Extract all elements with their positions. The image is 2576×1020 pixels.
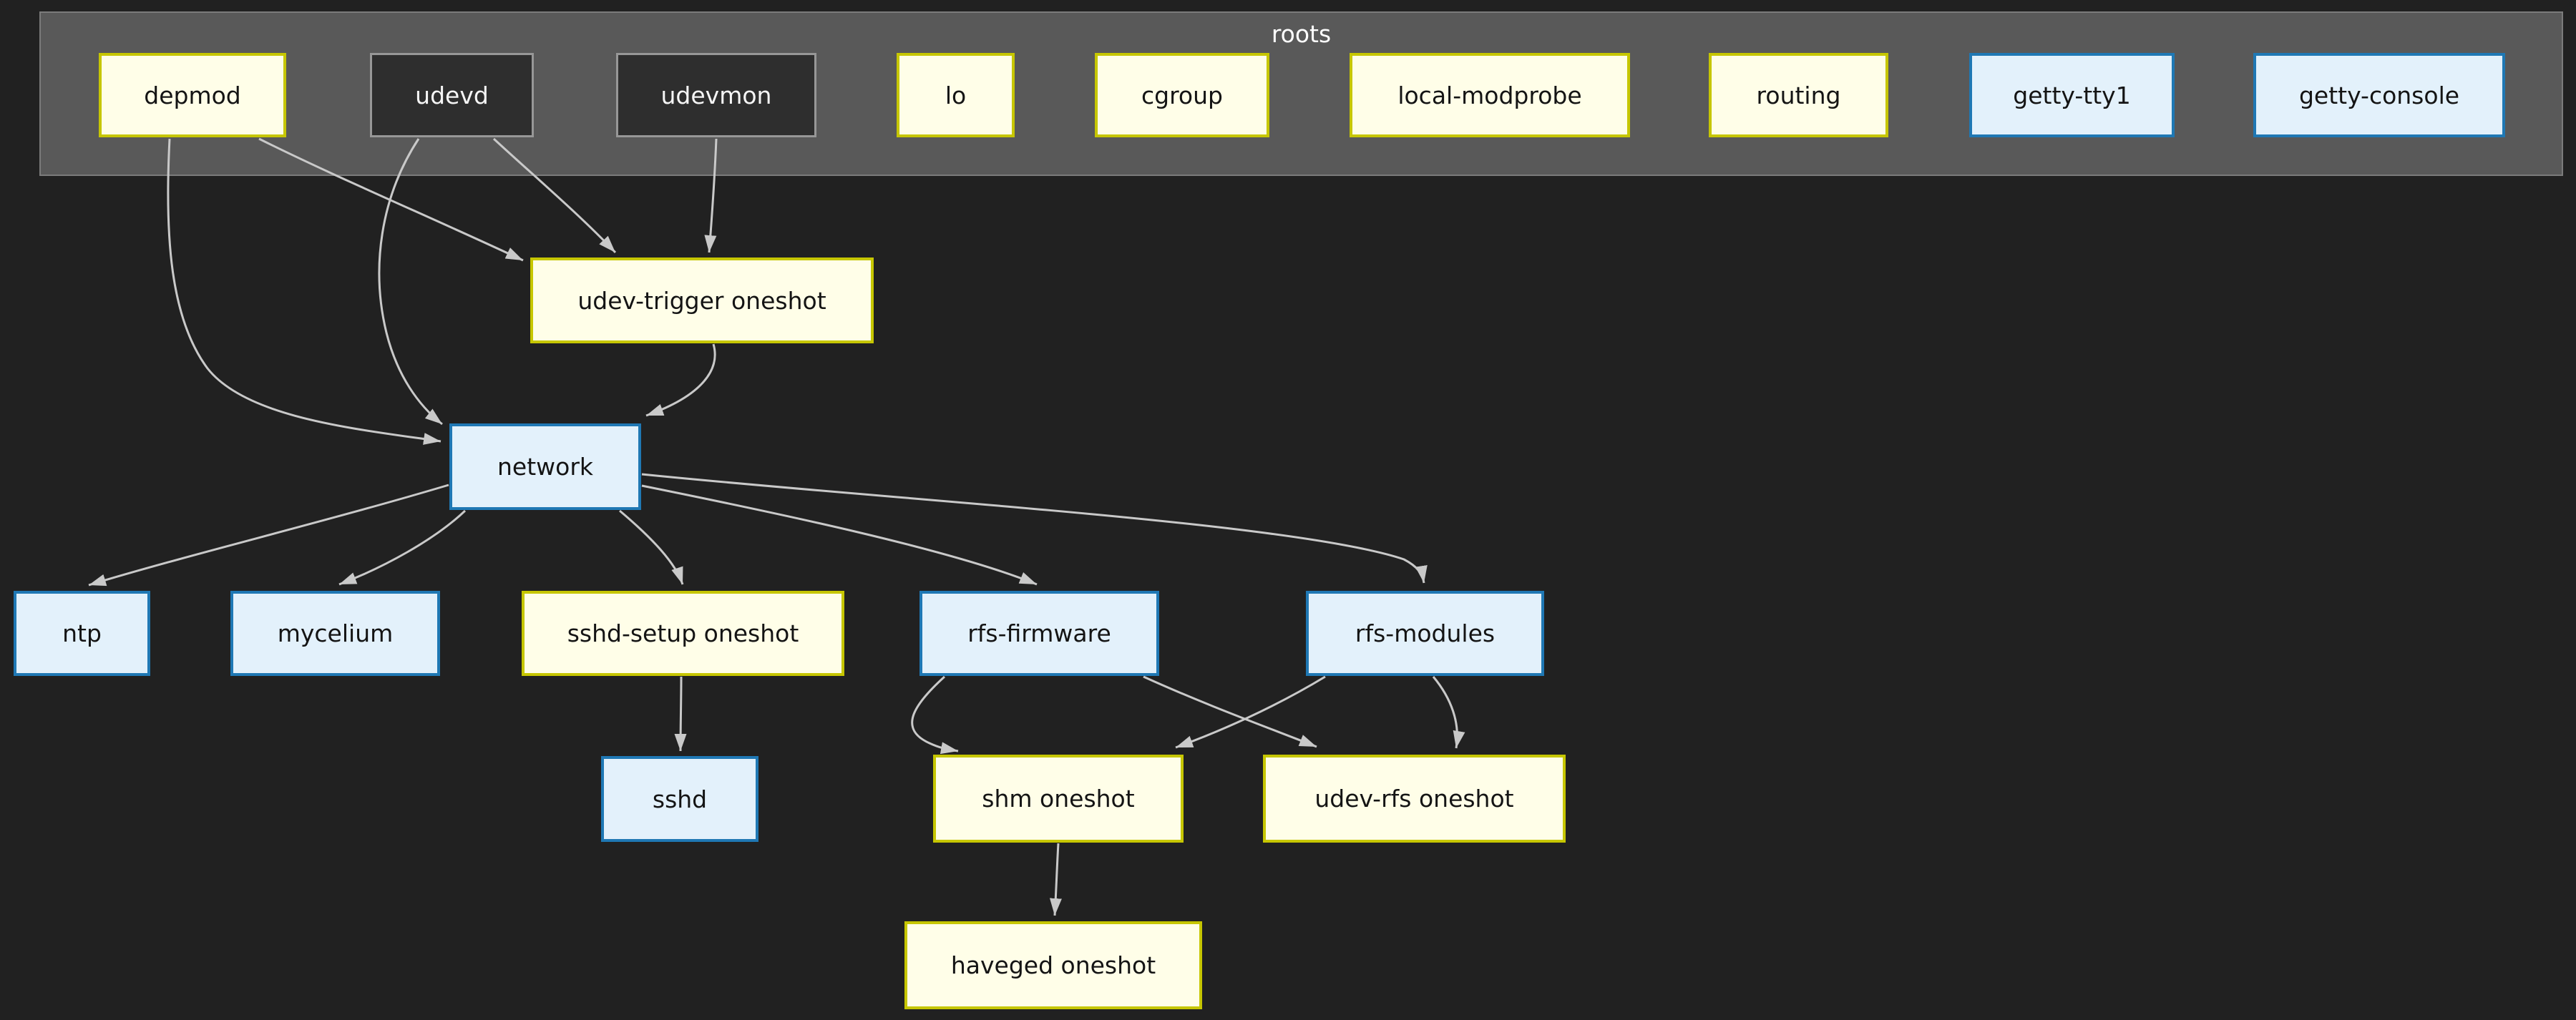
node-rfs-modules: rfs-modules bbox=[1306, 591, 1544, 676]
node-label: udev-rfs oneshot bbox=[1314, 785, 1514, 813]
node-label: sshd bbox=[652, 785, 708, 813]
node-cgroup: cgroup bbox=[1095, 53, 1269, 137]
node-label: getty-console bbox=[2298, 81, 2460, 109]
edge-udevd-to-udev-trigger bbox=[492, 137, 617, 254]
node-label: getty-tty1 bbox=[2013, 81, 2131, 109]
edge-network-to-rfs-modules bbox=[641, 473, 1428, 584]
node-network: network bbox=[449, 423, 641, 510]
edge-network-to-mycelium bbox=[338, 509, 467, 586]
node-rfs-firmware: rfs-firmware bbox=[919, 591, 1159, 676]
edge-udev-trigger-to-network bbox=[645, 343, 716, 417]
node-label: mycelium bbox=[277, 619, 394, 647]
node-label: udevmon bbox=[660, 81, 772, 109]
node-shm: shm oneshot bbox=[933, 755, 1184, 843]
edge-udevd-to-network bbox=[378, 138, 443, 426]
edge-network-to-ntp bbox=[88, 484, 449, 587]
edge-depmod-to-udev-trigger bbox=[258, 137, 524, 262]
node-label: udevd bbox=[415, 81, 489, 109]
node-label: shm oneshot bbox=[982, 785, 1135, 813]
node-ntp: ntp bbox=[14, 591, 150, 676]
node-label: cgroup bbox=[1141, 81, 1223, 109]
edge-shm-to-haveged bbox=[1049, 843, 1062, 916]
edge-rfs-modules-to-shm bbox=[1175, 675, 1326, 749]
node-label: depmod bbox=[144, 81, 241, 109]
node-getty-console: getty-console bbox=[2253, 53, 2505, 137]
edge-depmod-to-network bbox=[167, 138, 441, 445]
node-label: haveged oneshot bbox=[950, 951, 1156, 979]
node-label: sshd-setup oneshot bbox=[567, 619, 799, 647]
node-mycelium: mycelium bbox=[230, 591, 440, 676]
node-udevmon: udevmon bbox=[616, 53, 816, 137]
edge-rfs-modules-to-udev-rfs bbox=[1432, 676, 1465, 749]
node-label: routing bbox=[1756, 81, 1841, 109]
edge-udevmon-to-udev-trigger bbox=[704, 138, 718, 253]
edge-network-to-sshd-setup bbox=[619, 509, 684, 585]
node-haveged: haveged oneshot bbox=[904, 921, 1202, 1009]
roots-cluster-label: roots bbox=[1271, 20, 1332, 48]
node-depmod: depmod bbox=[99, 53, 286, 137]
node-routing: routing bbox=[1709, 53, 1888, 137]
node-label: ntp bbox=[62, 619, 102, 647]
node-lo: lo bbox=[897, 53, 1015, 137]
edge-network-to-rfs-firmware bbox=[641, 484, 1038, 586]
node-label: rfs-modules bbox=[1355, 619, 1496, 647]
node-udev-trigger: udev-trigger oneshot bbox=[530, 258, 874, 343]
node-label: rfs-firmware bbox=[967, 619, 1111, 647]
edge-sshd-setup-to-sshd bbox=[674, 676, 687, 752]
node-sshd: sshd bbox=[601, 756, 758, 842]
node-label: network bbox=[497, 453, 593, 481]
node-label: udev-trigger oneshot bbox=[577, 286, 826, 315]
node-label: local-modprobe bbox=[1397, 81, 1582, 109]
node-udev-rfs: udev-rfs oneshot bbox=[1263, 755, 1566, 843]
node-sshd-setup: sshd-setup oneshot bbox=[522, 591, 844, 676]
edge-rfs-firmware-to-shm bbox=[911, 675, 959, 755]
node-udevd: udevd bbox=[370, 53, 534, 137]
edge-rfs-firmware-to-udev-rfs bbox=[1143, 675, 1317, 748]
node-getty-tty1: getty-tty1 bbox=[1969, 53, 2175, 137]
node-local-modprobe: local-modprobe bbox=[1350, 53, 1630, 137]
node-label: lo bbox=[945, 81, 967, 109]
